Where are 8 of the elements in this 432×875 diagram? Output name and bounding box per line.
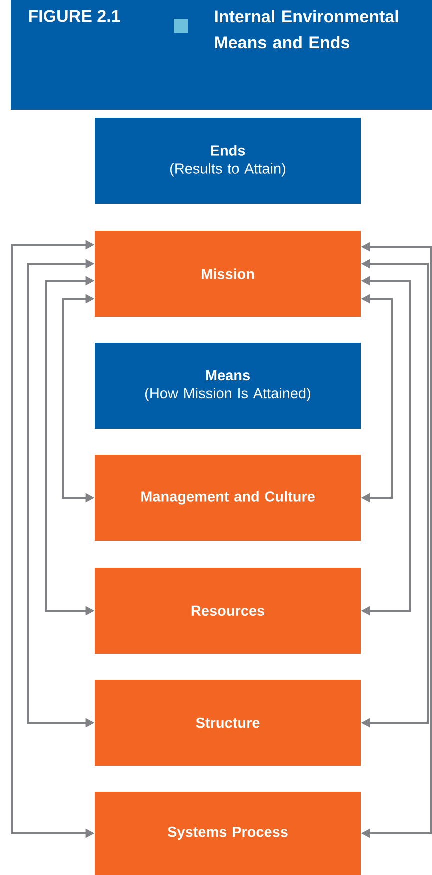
- ends-box: Means (How Mission Is Attained): [95, 343, 361, 429]
- figure-number: FIGURE 2.1: [29, 10, 120, 22]
- process-box: Systems Process: [95, 792, 361, 875]
- ends-box: Ends (Results to Attain): [95, 118, 361, 204]
- process-box: Mission: [95, 231, 361, 317]
- process-box: Management and Culture: [95, 455, 361, 541]
- process-box: Resources: [95, 568, 361, 654]
- process-box: Structure: [95, 680, 361, 766]
